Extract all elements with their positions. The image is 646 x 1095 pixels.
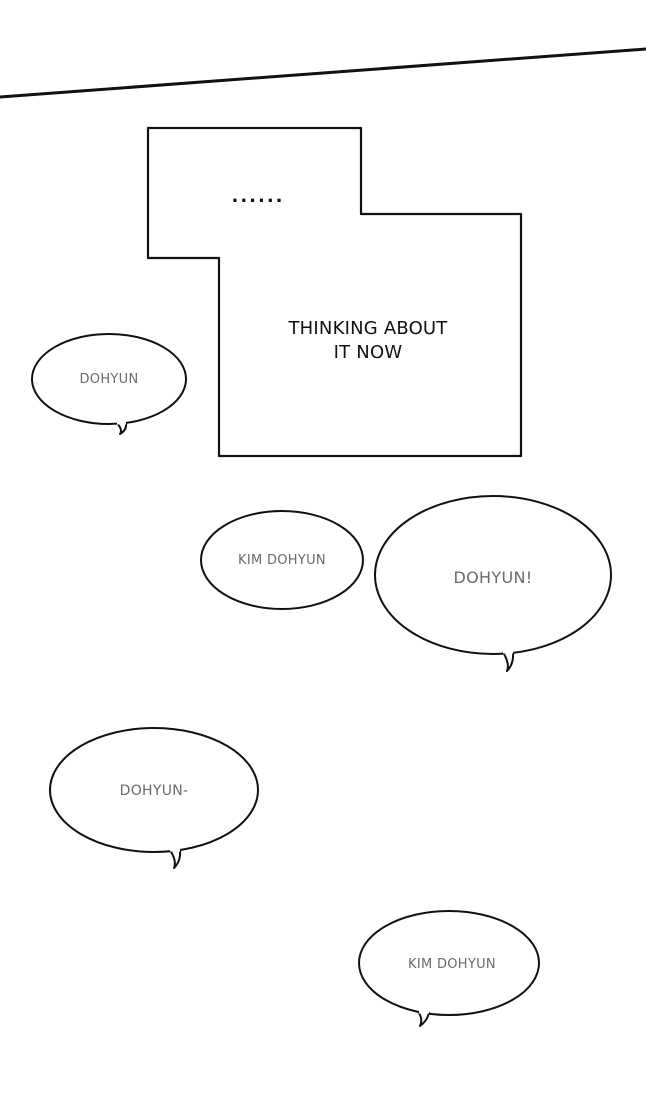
bubble-text-dohyun-dash: DOHYUN- — [119, 783, 189, 799]
narration-line-2: IT NOW — [333, 342, 403, 363]
speech-bubble-dohyun-exclaim — [374, 495, 612, 672]
speech-bubble-dohyun-1 — [31, 333, 187, 435]
narration-ellipsis: ...... — [231, 186, 285, 207]
speech-bubble-kim-dohyun-2 — [358, 910, 540, 1027]
bubble-text-kim-dohyun-1: KIM DOHYUN — [238, 553, 326, 568]
speech-bubble-kim-dohyun-1 — [200, 510, 364, 610]
panel-border-line — [0, 47, 646, 99]
narration-caption-box — [146, 126, 523, 458]
bubble-text-dohyun-1: DOHYUN — [79, 372, 139, 387]
speech-bubble-dohyun-dash — [49, 727, 259, 869]
narration-line-1: THINKING ABOUT — [288, 318, 448, 339]
bubble-text-dohyun-exclaim: DOHYUN! — [453, 568, 533, 587]
bubble-text-kim-dohyun-2: KIM DOHYUN — [408, 957, 496, 972]
